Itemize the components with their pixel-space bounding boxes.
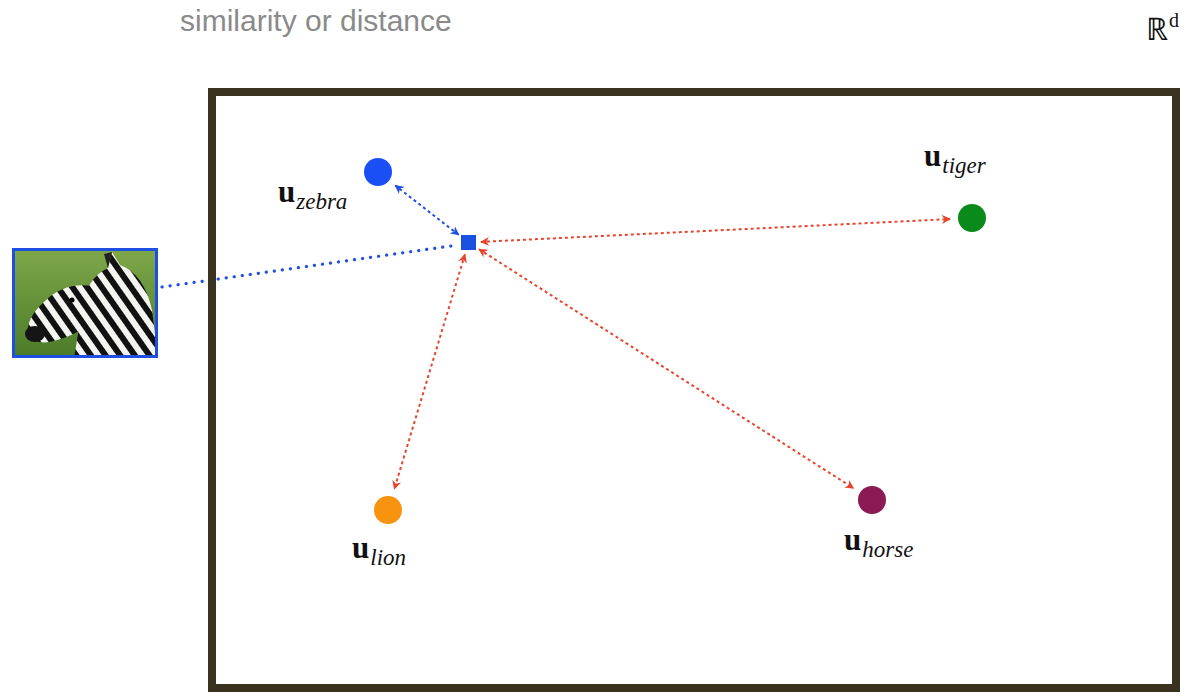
slide-title: similarity or distance — [180, 2, 452, 40]
symbol-base: u — [924, 138, 941, 173]
lion-embedding: ulion — [374, 496, 402, 524]
vector-label: uzebra — [278, 176, 347, 207]
horse-embedding: uhorse — [858, 486, 886, 514]
symbol-base: u — [844, 522, 861, 557]
distance-arrow — [395, 186, 458, 235]
subscript: tiger — [942, 153, 985, 178]
vector-label: ulion — [352, 532, 406, 563]
subscript: horse — [862, 537, 913, 562]
superscript: d — [1169, 9, 1179, 31]
embedding-leader — [162, 245, 458, 287]
space-label: ℝd — [1146, 14, 1179, 45]
zebra-ear — [104, 252, 112, 268]
zebra-photo — [12, 248, 158, 358]
subscript: zebra — [296, 189, 347, 214]
photo-border — [14, 250, 157, 357]
vector-label: uhorse — [844, 524, 913, 555]
photo-ground — [12, 248, 158, 358]
symbol-base: u — [352, 530, 369, 565]
distance-arrow — [394, 254, 465, 488]
tiger-embedding: utiger — [958, 204, 986, 232]
image-embedding — [461, 235, 476, 250]
symbol-base: ℝ — [1146, 12, 1168, 47]
vector-label: utiger — [924, 140, 986, 171]
zebra-eye — [70, 298, 75, 303]
distance-arrow — [479, 249, 853, 488]
distance-arrow — [481, 219, 950, 242]
symbol-base: u — [278, 174, 295, 209]
subscript: lion — [370, 545, 406, 570]
embedding-space-frame: uzebrautigerulionuhorseℝd — [208, 88, 1180, 692]
zebra-muzzle — [25, 326, 45, 342]
zebra-embedding: uzebra — [364, 158, 392, 186]
